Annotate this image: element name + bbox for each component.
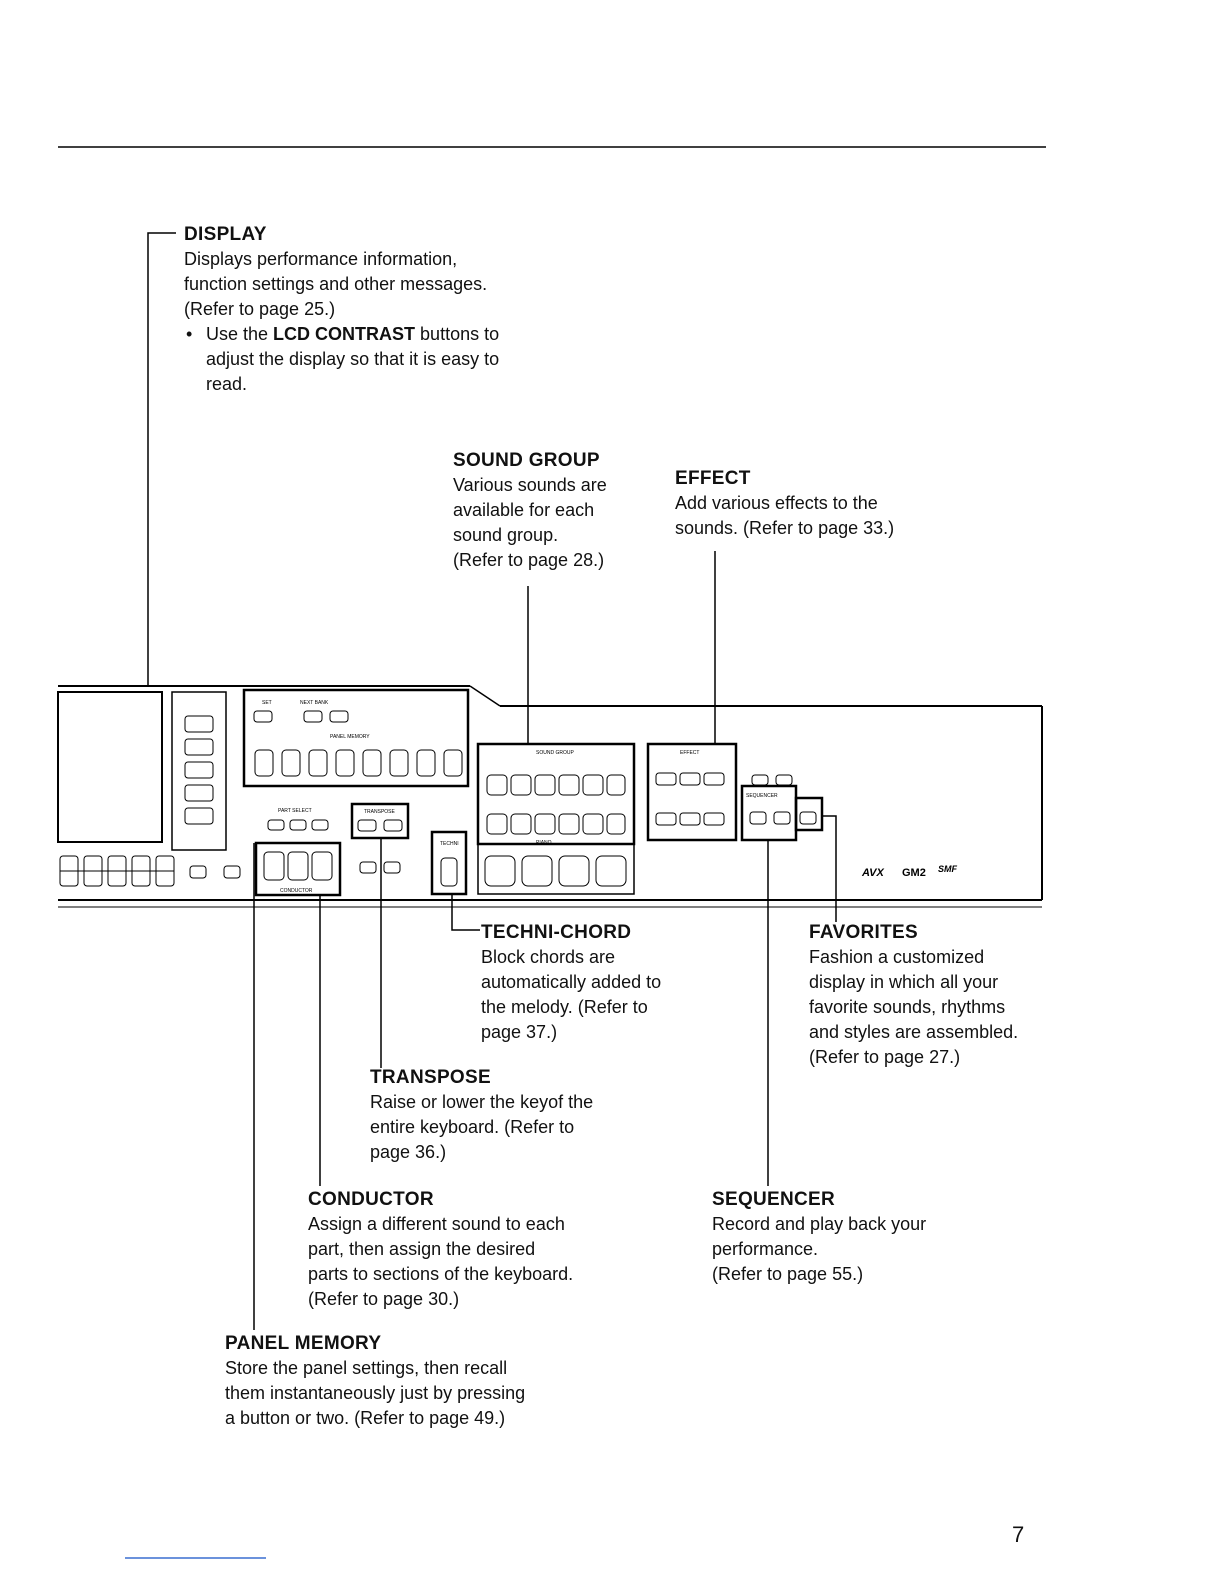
svg-text:GM2: GM2	[902, 867, 926, 879]
favorites-body: Fashion a customized display in which al…	[809, 947, 1019, 1067]
sound-group-callout: SOUND GROUP Various sounds are available…	[453, 448, 653, 573]
svg-text:PANEL MEMORY: PANEL MEMORY	[330, 734, 370, 740]
svg-text:EFFECT: EFFECT	[680, 750, 699, 756]
sound-group-box	[476, 742, 636, 846]
effect-title: EFFECT	[675, 468, 751, 489]
panel-memory-group	[242, 688, 470, 788]
display-title: DISPLAY	[184, 224, 267, 245]
favorites-title: FAVORITES	[809, 922, 918, 943]
techni-chord-group	[430, 830, 468, 896]
control-panel	[57, 685, 1043, 908]
effect-body: Add various effects to the sounds. (Refe…	[675, 493, 895, 538]
leader-lines	[147, 232, 837, 1330]
logo-marks: AVX GM2 SMF	[861, 864, 958, 879]
svg-text:TRANSPOSE: TRANSPOSE	[364, 809, 396, 815]
display-callout: DISPLAY Displays performance information…	[184, 222, 564, 397]
transpose-callout: TRANSPOSE Raise or lower the keyof the e…	[370, 1065, 660, 1165]
conductor-group	[254, 841, 342, 897]
effect-callout: EFFECT Add various effects to the sounds…	[675, 466, 955, 541]
techni-chord-title: TECHNI-CHORD	[481, 922, 632, 943]
techni-chord-body: Block chords are automatically added to …	[481, 947, 662, 1042]
transpose-body: Raise or lower the keyof the entire keyb…	[370, 1092, 594, 1162]
transpose-title: TRANSPOSE	[370, 1067, 491, 1088]
panel-memory-title: PANEL MEMORY	[225, 1333, 382, 1354]
favorites-box	[794, 796, 824, 832]
panel-memory-body: Store the panel settings, then recall th…	[225, 1358, 526, 1428]
conductor-callout: CONDUCTOR Assign a different sound to ea…	[308, 1187, 648, 1312]
svg-text:NEXT BANK: NEXT BANK	[300, 700, 329, 706]
techni-chord-callout: TECHNI-CHORD Block chords are automatica…	[481, 920, 721, 1045]
svg-text:AVX: AVX	[861, 867, 884, 879]
svg-text:SMF: SMF	[938, 864, 958, 874]
transpose-group	[350, 802, 410, 840]
panel-memory-callout: PANEL MEMORY Store the panel settings, t…	[225, 1331, 605, 1431]
lcd-screen	[57, 691, 163, 843]
sequencer-body: Record and play back your performance. (…	[712, 1214, 927, 1284]
conductor-title: CONDUCTOR	[308, 1189, 434, 1210]
svg-text:PART SELECT: PART SELECT	[278, 808, 312, 814]
effect-box	[646, 742, 738, 842]
svg-text:PIANO: PIANO	[536, 840, 552, 846]
page-number: 7	[1012, 1522, 1025, 1547]
display-body: Displays performance information, functi…	[184, 249, 488, 319]
conductor-body: Assign a different sound to each part, t…	[308, 1214, 574, 1309]
svg-text:SOUND GROUP: SOUND GROUP	[536, 750, 574, 756]
favorites-callout: FAVORITES Fashion a customized display i…	[809, 920, 1069, 1070]
svg-text:SEQUENCER: SEQUENCER	[746, 793, 778, 799]
svg-text:SET: SET	[262, 700, 272, 706]
svg-text:TECHNI: TECHNI	[440, 841, 459, 847]
svg-text:CONDUCTOR: CONDUCTOR	[280, 888, 313, 894]
sound-group-body: Various sounds are available for each so…	[453, 475, 607, 570]
sequencer-title: SEQUENCER	[712, 1189, 836, 1210]
sound-group-title: SOUND GROUP	[453, 450, 600, 471]
sequencer-callout: SEQUENCER Record and play back your perf…	[712, 1187, 992, 1287]
display-bullet: Use the LCD CONTRAST buttons to adjust t…	[184, 322, 564, 397]
